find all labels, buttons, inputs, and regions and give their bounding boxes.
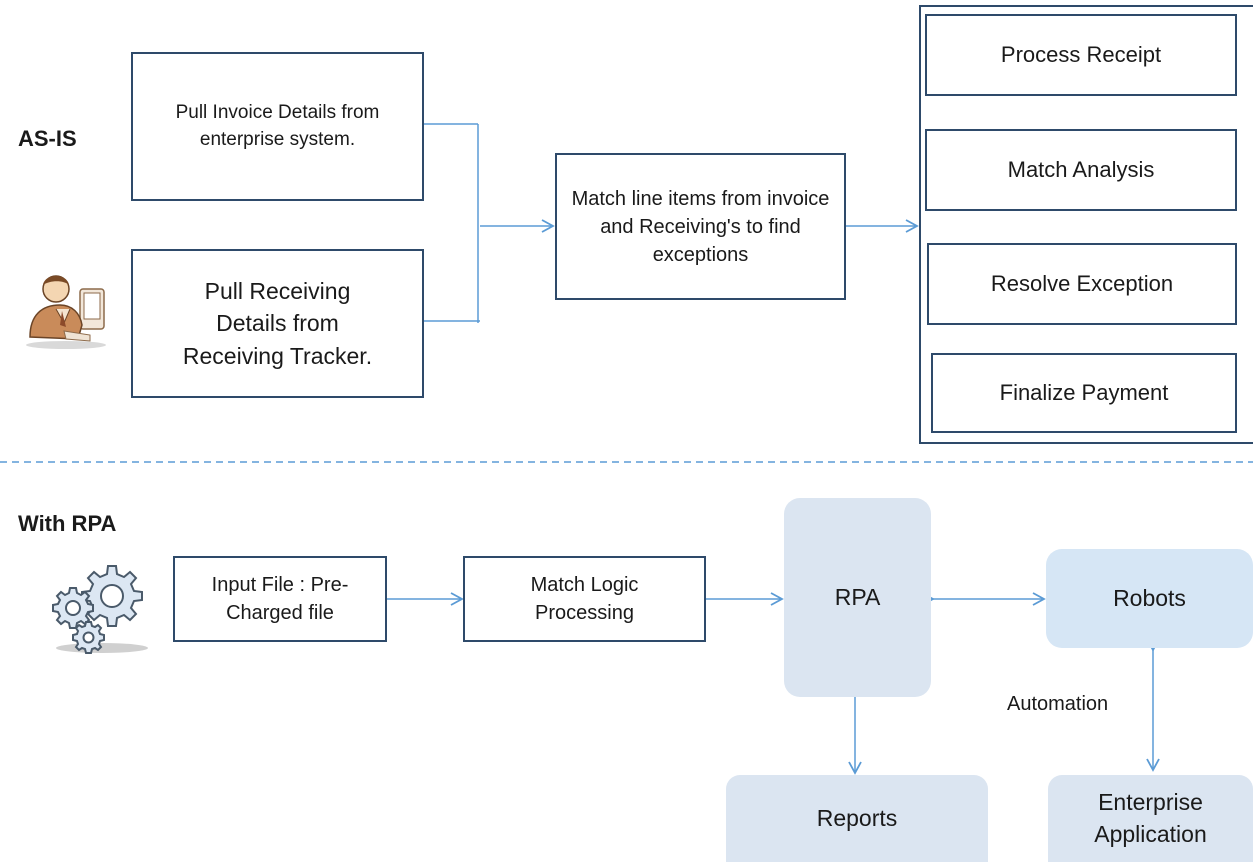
enterprise-application-node: Enterprise Application [1048,775,1253,862]
automation-label: Automation [1007,693,1109,715]
step-resolve-exception: Resolve Exception [927,243,1237,325]
pull-receiving-box: Pull Receiving Details from Receiving Tr… [131,249,424,398]
pull-invoice-box: Pull Invoice Details from enterprise sys… [131,52,424,201]
reports-node: Reports [726,775,988,862]
with-rpa-label: With RPA [18,511,117,536]
match-logic-box: Match Logic Processing [463,556,706,642]
rpa-node: RPA [784,498,931,697]
robots-node: Robots [1046,549,1253,648]
step-match-analysis: Match Analysis [925,129,1237,211]
step-finalize-payment: Finalize Payment [931,353,1237,433]
businessman-at-computer-icon [20,265,110,351]
step-process-receipt: Process Receipt [925,14,1237,96]
gears-icon [50,558,150,654]
input-file-box: Input File : Pre-Charged file [173,556,387,642]
as-is-label: AS-IS [18,126,77,151]
as-is-steps-container [919,5,1253,444]
match-line-items-box: Match line items from invoice and Receiv… [555,153,846,300]
